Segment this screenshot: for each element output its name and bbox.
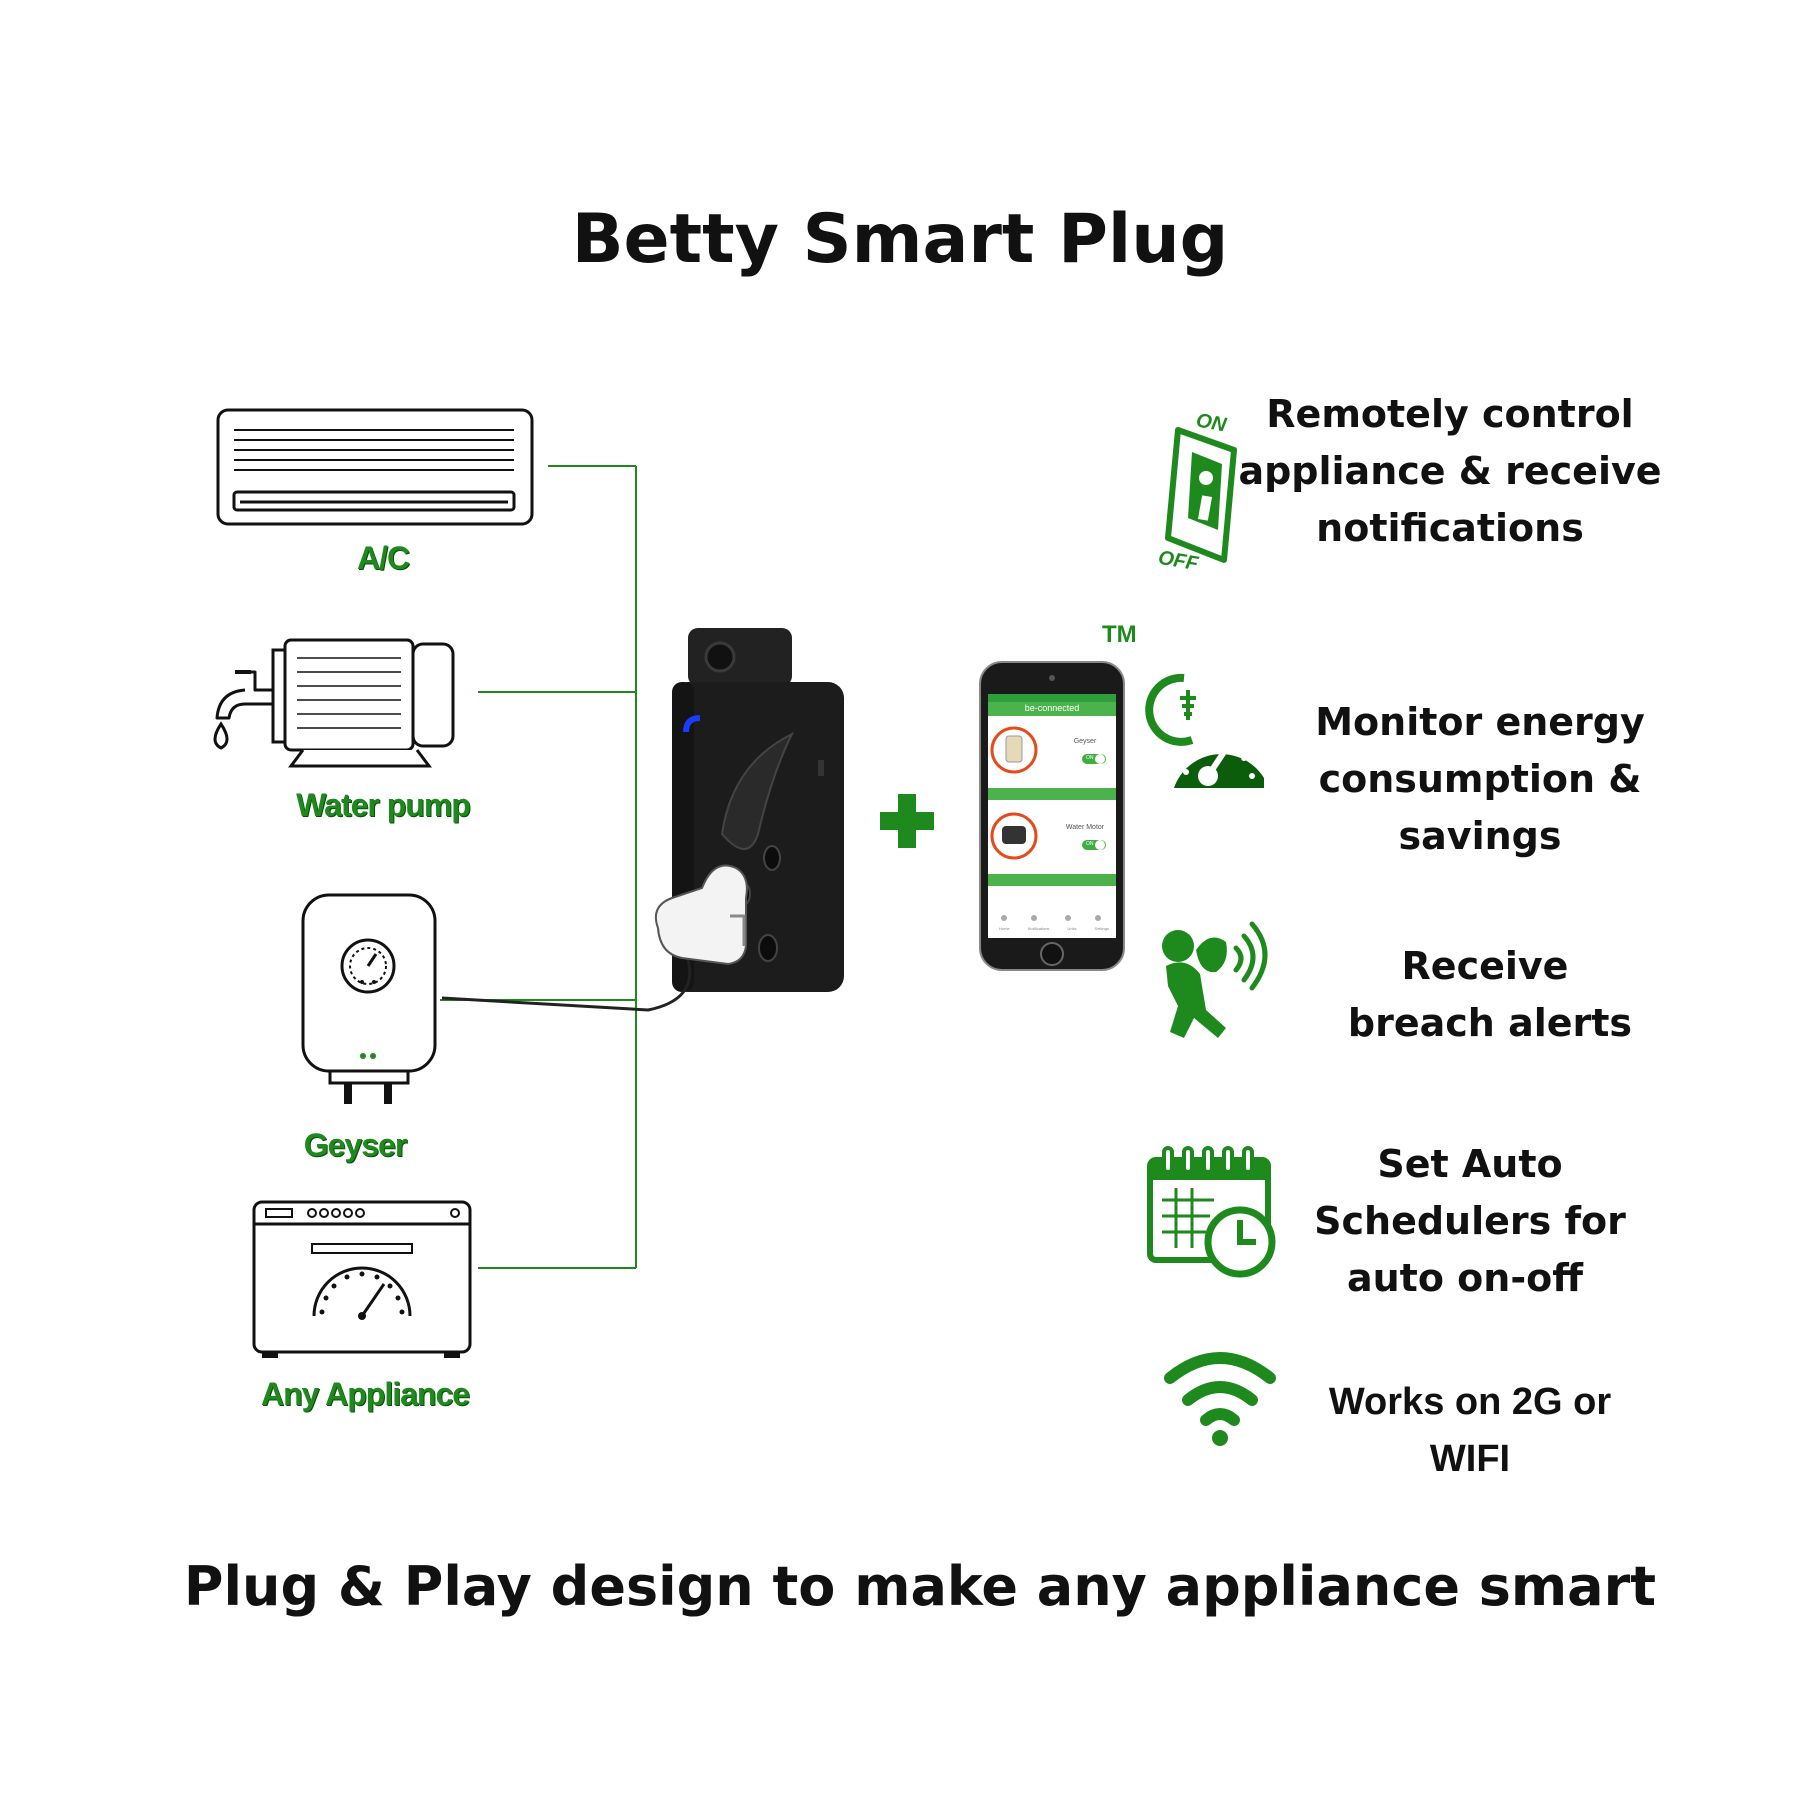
feature-line: WIFI <box>1429 1438 1511 1480</box>
phone-app-name: be-connected <box>1024 703 1080 713</box>
phone-item-geyser: Geyser <box>1073 738 1097 745</box>
feature-remote-control: Remotely control appliance & receive not… <box>1230 386 1670 557</box>
feature-monitor-energy: Monitor energy consumption & savings <box>1270 694 1690 865</box>
feature-line: Monitor energy <box>1315 700 1645 744</box>
smartphone-icon <box>979 661 1125 971</box>
thief-alert-icon <box>1162 921 1268 1038</box>
air-conditioner-icon <box>216 408 534 526</box>
feature-auto-schedulers: Set Auto Schedulers for auto on-off <box>1270 1136 1670 1307</box>
appliance-label-ac: A/C <box>356 540 410 576</box>
on-off-switch-icon <box>1165 427 1237 563</box>
trademark-label: TM <box>1102 621 1137 648</box>
page-title: Betty Smart Plug <box>571 200 1229 279</box>
plus-icon <box>880 794 934 848</box>
feature-line: consumption & <box>1318 757 1642 801</box>
smart-plug-icon <box>441 628 844 1012</box>
phone-item-water-motor: Water Motor <box>1065 824 1105 831</box>
geyser-icon <box>301 893 437 1104</box>
phone-toggle-label: ON <box>1086 755 1094 761</box>
switch-on-label: ON <box>1194 409 1228 437</box>
feature-line: appliance & receive <box>1238 449 1662 493</box>
calendar-clock-icon <box>1147 1146 1276 1278</box>
appliance-label-water-pump: Water pump <box>296 787 471 823</box>
water-pump-icon <box>213 638 455 768</box>
tagline: Plug & Play design to make any appliance… <box>183 1555 1657 1618</box>
appliance-label-geyser: Geyser <box>303 1127 408 1163</box>
oven-icon <box>252 1200 472 1358</box>
phone-nav-home: Home <box>998 926 1010 931</box>
phone-nav-units: Units <box>1067 926 1077 931</box>
appliance-label-any-appliance: Any Appliance <box>260 1376 470 1412</box>
feature-line: savings <box>1398 814 1562 858</box>
phone-nav-notifications: Notifications <box>1027 926 1050 931</box>
feature-line: Remotely control <box>1266 392 1634 436</box>
feature-connectivity: Works on 2G or WIFI <box>1270 1374 1670 1488</box>
feature-line: Receive <box>1401 944 1569 988</box>
wifi-icon <box>1164 1352 1276 1446</box>
feature-breach-alerts: Receive breach alerts <box>1300 938 1680 1052</box>
feature-line: Schedulers for <box>1314 1199 1626 1243</box>
feature-line: Set Auto <box>1377 1142 1563 1186</box>
phone-nav: Home Notifications Units Settings <box>990 926 1118 931</box>
feature-line: Works on 2G or <box>1328 1381 1612 1423</box>
phone-toggle-label: ON <box>1086 841 1094 847</box>
feature-line: breach alerts <box>1347 1001 1633 1045</box>
energy-meter-icon <box>1145 673 1264 788</box>
feature-line: auto on-off <box>1346 1256 1583 1300</box>
phone-nav-settings: Settings <box>1094 926 1109 931</box>
feature-line: notifications <box>1316 506 1584 550</box>
